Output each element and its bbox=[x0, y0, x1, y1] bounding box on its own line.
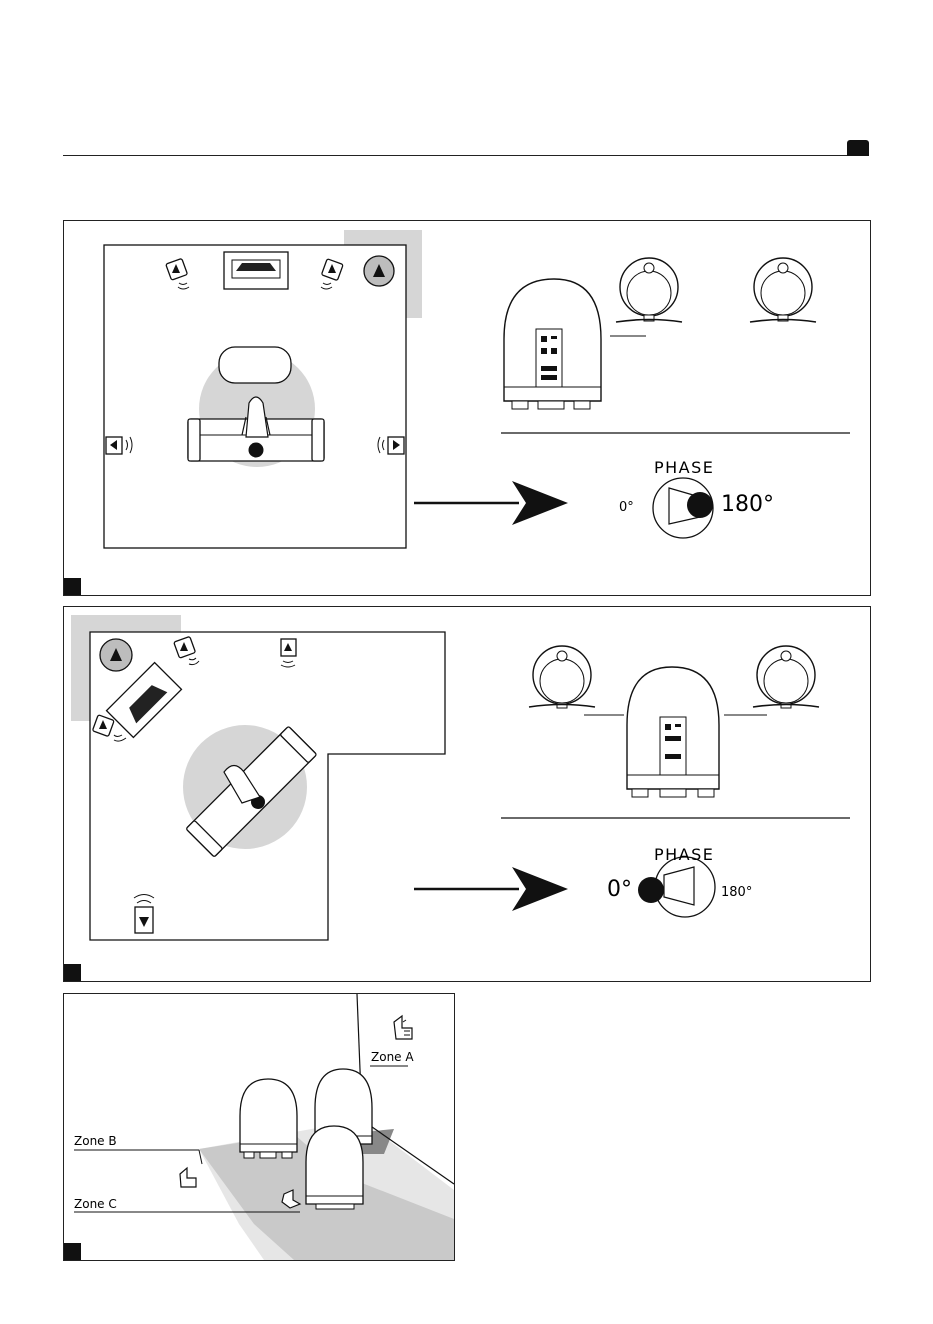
subwoofer-rear-icon bbox=[627, 667, 719, 797]
page-tab-marker bbox=[847, 140, 869, 156]
satellite-speaker-right-icon bbox=[724, 646, 819, 715]
subwoofer-zone-c-icon bbox=[306, 1126, 363, 1209]
subwoofer-zone-b-icon bbox=[240, 1079, 297, 1158]
subwoofer-corner-icon bbox=[364, 256, 394, 286]
figure-c-panel: Zone A Zone B Zone C bbox=[63, 993, 455, 1261]
figure-a-marker bbox=[64, 578, 81, 595]
tv-icon bbox=[224, 252, 288, 289]
satellite-speaker-near-icon bbox=[610, 258, 682, 336]
figure-b-marker bbox=[64, 964, 81, 981]
phase-knob-180 bbox=[653, 478, 713, 538]
thumbs-up-icon-zone-a bbox=[394, 1016, 412, 1039]
figure-b-diagram bbox=[64, 607, 870, 981]
satellite-speaker-left-icon bbox=[529, 646, 624, 715]
arrow-icon bbox=[414, 481, 568, 525]
figure-a-panel: PHASE 0° 180° bbox=[63, 220, 871, 596]
figure-a-diagram bbox=[64, 221, 870, 595]
arrow-icon bbox=[414, 867, 568, 911]
figure-b-panel: PHASE 0° 180° bbox=[63, 606, 871, 982]
satellite-speaker-far-icon bbox=[750, 258, 816, 322]
subwoofer-corner-icon bbox=[100, 639, 132, 671]
figure-c-diagram bbox=[64, 994, 454, 1260]
subwoofer-rear-icon bbox=[504, 279, 601, 409]
figure-c-marker bbox=[64, 1243, 81, 1260]
phase-knob-0 bbox=[638, 857, 715, 917]
coffee-table bbox=[219, 347, 291, 383]
header-rule bbox=[63, 155, 869, 156]
